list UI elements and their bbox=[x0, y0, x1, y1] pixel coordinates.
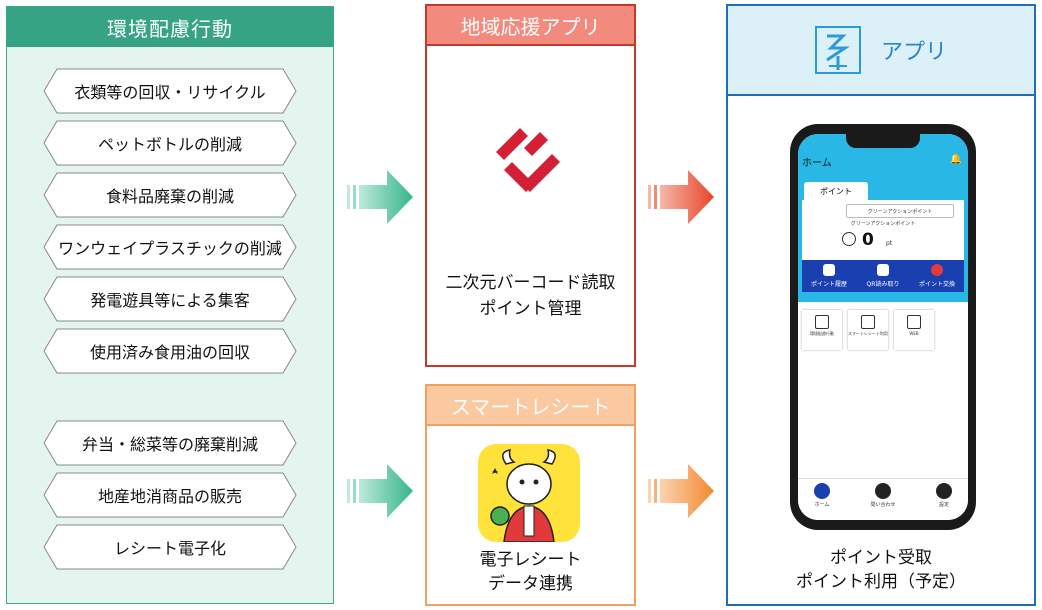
qr-scan-button[interactable]: QR読み取り bbox=[856, 264, 910, 288]
tile-eco-action[interactable]: 環境配慮行動 bbox=[802, 310, 842, 350]
action-item-e-receipt: レシート電子化 bbox=[43, 524, 297, 570]
smart-receipt-line1: 電子レシート bbox=[479, 550, 582, 570]
orange-arrow-icon bbox=[648, 464, 714, 518]
regional-app-line1: 二次元バーコード読取 bbox=[445, 273, 616, 293]
smartphone-mockup: ホーム 🔔 ポイント グリーンアクションポイント グリーンアクションポイント 0… bbox=[790, 124, 976, 530]
points-history-button[interactable]: ポイント履歴 bbox=[802, 264, 856, 288]
ito-app-line1: ポイント受取 bbox=[830, 548, 932, 568]
green-action-pill: グリーンアクションポイント bbox=[846, 204, 954, 218]
ito-logo-icon bbox=[814, 26, 861, 74]
points-value: 0 bbox=[862, 230, 874, 250]
ito-app-header: アプリ bbox=[728, 6, 1034, 96]
ito-app-panel: アプリ ホーム 🔔 ポイント グリーンアクションポイント グリーンアクションポイ… bbox=[726, 4, 1036, 606]
home-icon bbox=[814, 483, 830, 499]
tile-smart-receipt[interactable]: スマートレシート利用 bbox=[848, 310, 888, 350]
smart-receipt-panel: スマートレシート 電子レシート データ連携 bbox=[425, 384, 636, 606]
history-icon bbox=[823, 264, 835, 276]
bottom-nav: ホーム 問い合わせ 設定 bbox=[798, 478, 968, 520]
tile-web[interactable]: WEB bbox=[894, 310, 934, 350]
phone-screen: ホーム 🔔 ポイント グリーンアクションポイント グリーンアクションポイント 0… bbox=[798, 134, 968, 520]
regional-app-title: 地域応援アプリ bbox=[427, 6, 634, 46]
nav-home[interactable]: ホーム bbox=[802, 483, 842, 508]
action-item-cooking-oil: 使用済み食用油の回収 bbox=[43, 328, 297, 374]
app-home-title: ホーム bbox=[802, 158, 832, 169]
app-top-area: ホーム 🔔 ポイント グリーンアクションポイント グリーンアクションポイント 0… bbox=[798, 134, 968, 302]
action-item-one-way-plastic: ワンウェイプラスチックの削減 bbox=[43, 224, 297, 270]
points-action-bar: ポイント履歴 QR読み取り ポイント交換 bbox=[802, 260, 964, 292]
action-item-food-waste: 食料品廃棄の削減 bbox=[43, 172, 297, 218]
regional-app-line2: ポイント管理 bbox=[479, 299, 582, 319]
smart-receipt-line2: データ連携 bbox=[488, 574, 573, 594]
edit-icon bbox=[907, 315, 921, 329]
receipt-icon bbox=[861, 315, 875, 329]
action-item-pet-bottle: ペットボトルの削減 bbox=[43, 120, 297, 166]
phone-notch bbox=[846, 134, 920, 148]
nav-inquiry[interactable]: 問い合わせ bbox=[863, 483, 903, 508]
bell-icon[interactable]: 🔔 bbox=[949, 154, 962, 165]
red-arrow-icon bbox=[648, 170, 714, 224]
ito-app-title: アプリ bbox=[880, 40, 947, 65]
exchange-icon bbox=[931, 264, 943, 276]
points-card: グリーンアクションポイント グリーンアクションポイント 0 pt bbox=[802, 200, 964, 260]
environmental-actions-panel: 環境配慮行動 衣類等の回収・リサイクル ペットボトルの削減 食料品廃棄の削減 ワ… bbox=[6, 6, 334, 604]
chat-icon bbox=[875, 483, 891, 499]
points-unit: pt bbox=[886, 240, 893, 247]
qr-code-icon bbox=[815, 315, 829, 329]
action-item-local-products: 地産地消商品の販売 bbox=[43, 472, 297, 518]
nav-settings[interactable]: 設定 bbox=[924, 483, 964, 508]
environmental-actions-title: 環境配慮行動 bbox=[7, 7, 333, 47]
settings-icon bbox=[936, 483, 952, 499]
smart-receipt-title: スマートレシート bbox=[427, 386, 634, 426]
action-item-power-play: 発電遊具等による集客 bbox=[43, 276, 297, 322]
green-arrow-bottom-icon bbox=[347, 464, 413, 518]
green-arrow-top-icon bbox=[347, 170, 413, 224]
qr-icon bbox=[877, 264, 889, 276]
regional-app-panel: 地域応援アプリ 二次元バーコード読取 ポイント管理 bbox=[425, 4, 636, 367]
points-exchange-button[interactable]: ポイント交換 bbox=[910, 264, 964, 288]
action-item-bento-waste: 弁当・総菜等の廃棄削減 bbox=[43, 420, 297, 466]
regional-app-logo-icon bbox=[496, 128, 560, 192]
coin-icon bbox=[842, 232, 856, 246]
ito-app-line2: ポイント利用（予定） bbox=[796, 572, 966, 592]
smart-receipt-goat-icon bbox=[478, 444, 580, 542]
tab-points[interactable]: ポイント bbox=[804, 182, 868, 200]
action-item-clothing-recycling: 衣類等の回収・リサイクル bbox=[43, 68, 297, 114]
green-action-label: グリーンアクションポイント bbox=[850, 221, 916, 227]
